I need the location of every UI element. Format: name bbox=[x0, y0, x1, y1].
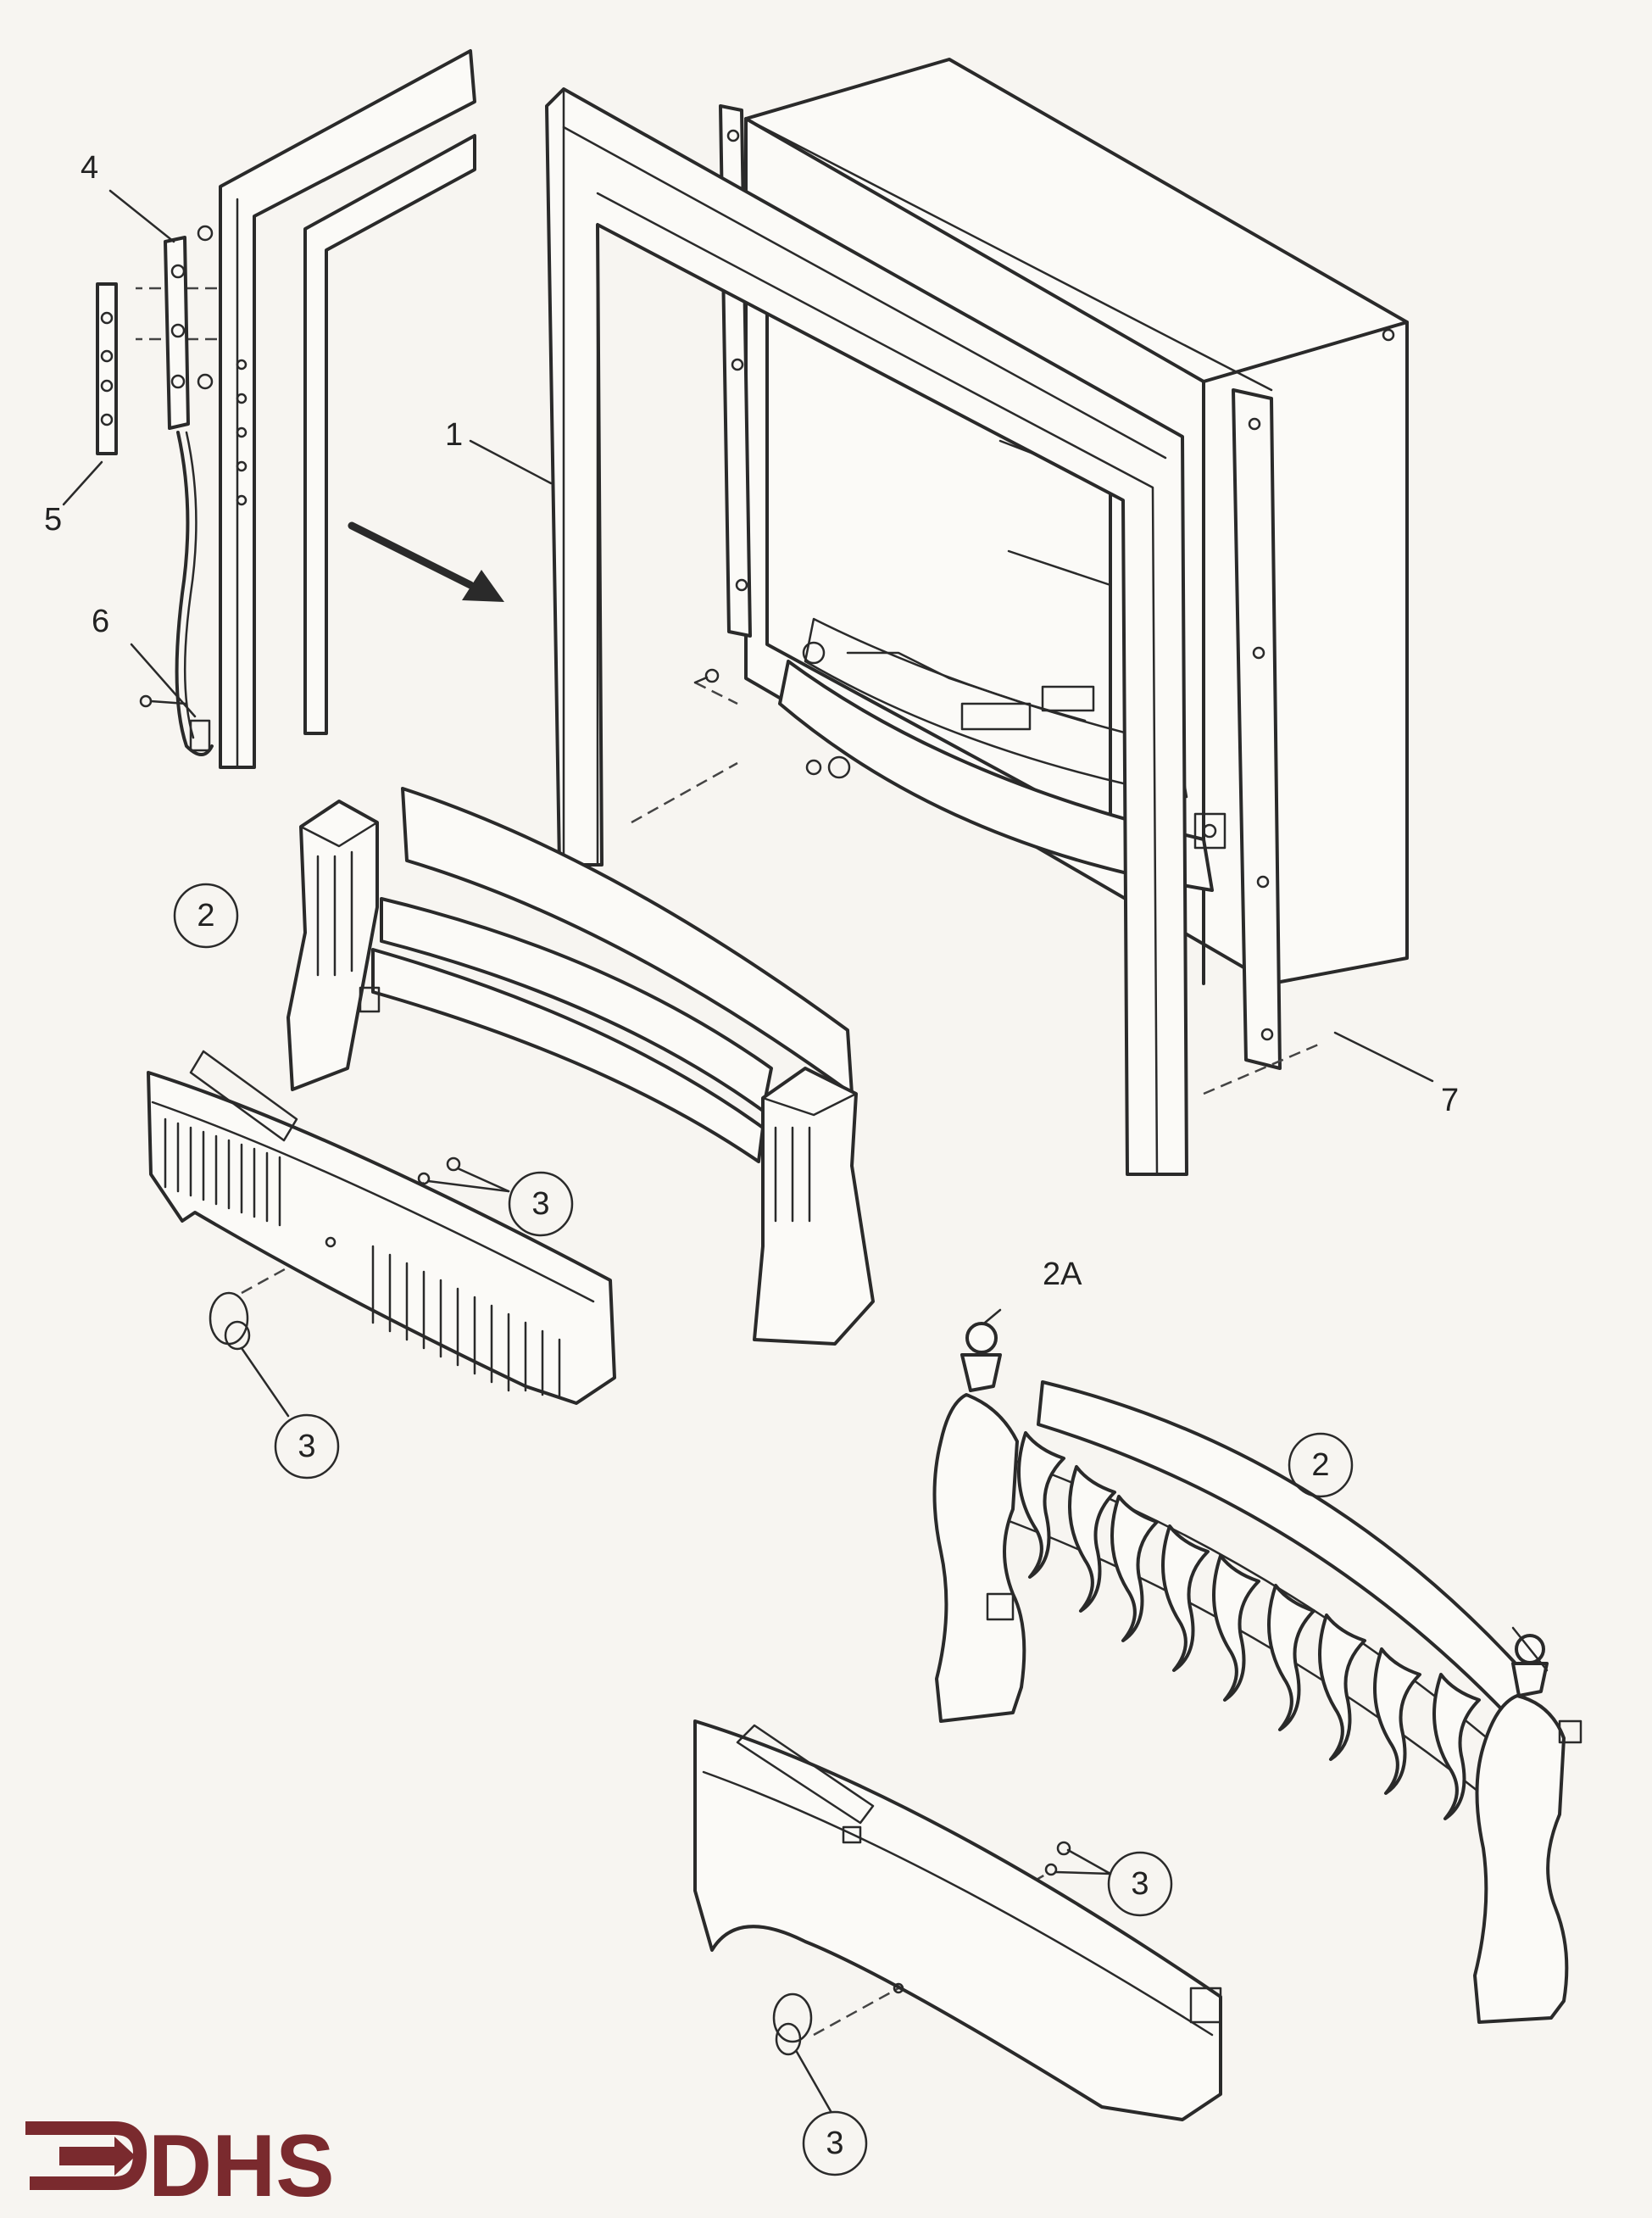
label-part-3-knob-upper: 3 bbox=[298, 1429, 315, 1464]
callout-part-2-lower: 2 bbox=[1288, 1432, 1354, 1498]
lower-screws-and-knob bbox=[772, 1841, 1112, 2113]
callout-part-2a: 2A bbox=[1043, 1257, 1082, 1292]
ashpan-upper bbox=[147, 1050, 616, 1405]
callout-part-3-screws-upper: 3 bbox=[508, 1171, 574, 1237]
label-part-2-upper: 2 bbox=[197, 898, 214, 933]
callout-part-7: 7 bbox=[1441, 1083, 1459, 1118]
callout-part-3-screws-lower: 3 bbox=[1107, 1851, 1173, 1917]
part-2-fret-upper bbox=[286, 787, 875, 1346]
part-6-cable bbox=[139, 431, 214, 756]
ashpan-vents bbox=[164, 1117, 561, 1399]
wall-surround bbox=[219, 49, 476, 769]
label-part-1: 1 bbox=[445, 417, 463, 453]
dhs-logo-arrow bbox=[59, 2137, 136, 2176]
callout-part-3-knob-lower: 3 bbox=[802, 2110, 868, 2176]
part-5-control-panel bbox=[96, 282, 118, 455]
dhs-logo-mark bbox=[25, 2121, 147, 2190]
firebox-unit bbox=[719, 58, 1409, 1070]
dhs-logo: DHS bbox=[25, 2117, 335, 2215]
label-part-3-knob-lower: 3 bbox=[826, 2126, 843, 2161]
label-part-6: 6 bbox=[92, 604, 109, 639]
ashpan-lower bbox=[693, 1719, 1222, 2121]
callout-part-3-knob-upper: 3 bbox=[274, 1413, 340, 1480]
part-2-fret-lower bbox=[932, 1322, 1582, 2024]
callout-part-4: 4 bbox=[81, 150, 98, 186]
frame-screw bbox=[693, 668, 720, 684]
callout-part-5: 5 bbox=[44, 502, 62, 538]
leader-lines bbox=[62, 189, 1434, 1333]
upper-screws-and-knob bbox=[209, 1156, 510, 1418]
label-part-3-screws-upper: 3 bbox=[531, 1186, 549, 1222]
dhs-logo-text: DHS bbox=[148, 2117, 335, 2215]
label-part-2-lower: 2 bbox=[1311, 1447, 1329, 1483]
callout-part-2-upper: 2 bbox=[173, 883, 239, 949]
label-part-5: 5 bbox=[44, 502, 62, 538]
label-part-4: 4 bbox=[81, 150, 98, 186]
direction-arrow bbox=[348, 521, 504, 602]
part-4-control-bracket bbox=[164, 225, 214, 430]
callout-part-1: 1 bbox=[445, 417, 463, 453]
callout-part-6: 6 bbox=[92, 604, 109, 639]
label-part-7: 7 bbox=[1441, 1083, 1459, 1118]
label-part-3-screws-lower: 3 bbox=[1131, 1866, 1149, 1902]
label-part-2a: 2A bbox=[1043, 1257, 1082, 1292]
